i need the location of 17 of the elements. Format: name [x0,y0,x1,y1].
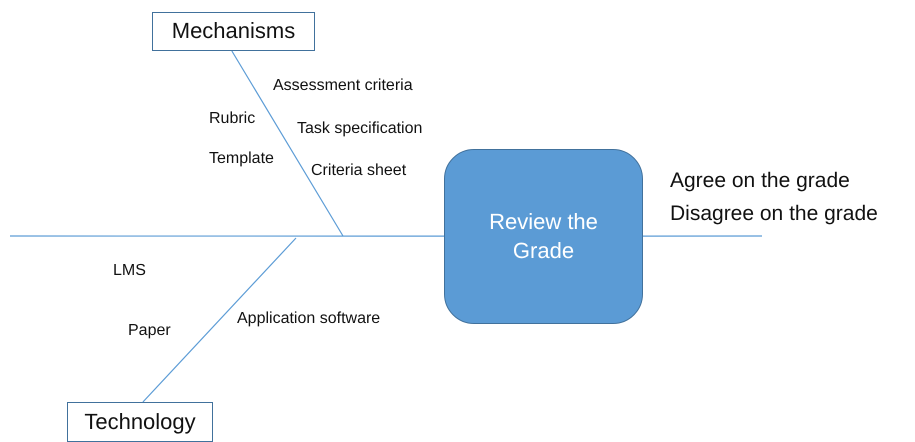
cause-label: Template [209,150,274,168]
cause-label: Rubric [209,110,256,128]
cause-label: Criteria sheet [311,162,406,180]
fishbone-line [10,235,444,237]
outcome-label: Agree on the grade [670,169,850,193]
cause-label: Assessment criteria [273,77,413,95]
cause-label: Paper [128,322,171,340]
process-box: Review the Grade [444,149,643,324]
fishbone-line [231,50,344,236]
category-box: Mechanisms [152,12,315,51]
outcome-label: Disagree on the grade [670,202,878,226]
category-box: Technology [67,402,213,442]
cause-label: Task specification [297,120,422,138]
cause-label: Application software [237,310,380,328]
fishbone-line [142,238,296,402]
fishbone-line [643,235,762,237]
cause-label: LMS [113,262,146,280]
